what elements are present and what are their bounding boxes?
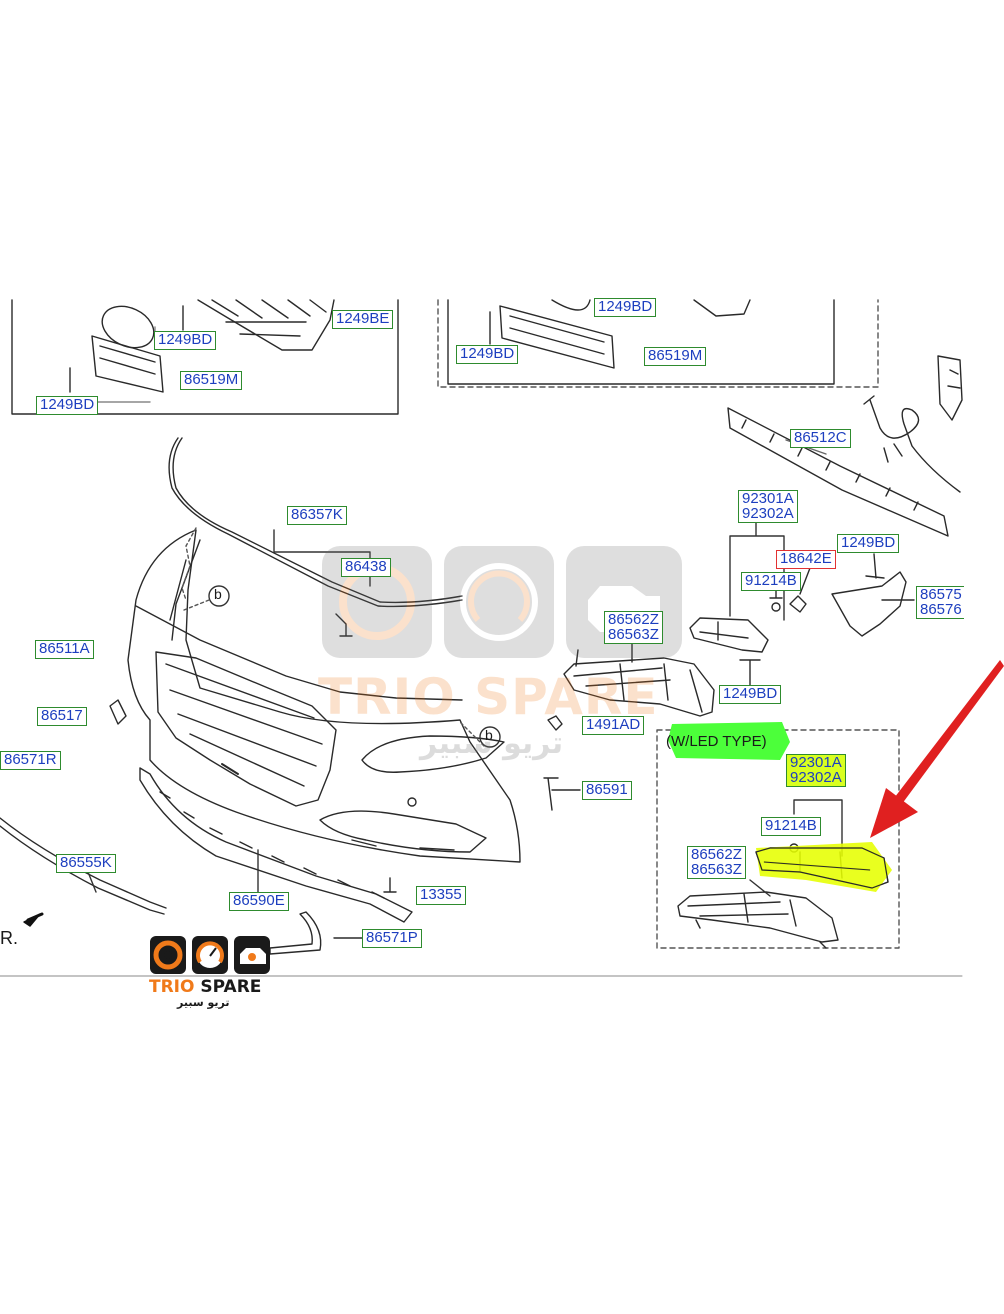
fog-recess-lower — [319, 810, 487, 853]
fog-bracket-right-edge — [937, 355, 963, 421]
part-label-86517: 86517 — [37, 707, 87, 726]
inset-right-dashed — [437, 299, 879, 388]
part-label-86575-86576: 86575 86576 — [916, 586, 964, 619]
part-label-86563Z: 86563Z — [691, 861, 742, 878]
callout-label-b2: b — [485, 727, 493, 743]
plate-bracket-left — [91, 335, 164, 393]
fog-recess-left — [361, 735, 505, 773]
part-label-86511A: 86511A — [35, 640, 94, 659]
green-highlight-led-type — [668, 722, 790, 760]
fog-lamp-housing — [563, 657, 715, 717]
side-trim-86571P — [269, 911, 322, 955]
callout-circle-b2 — [479, 726, 501, 748]
callout-circle-b1 — [208, 585, 230, 607]
part-label-86571R: 86571R — [0, 751, 61, 770]
part-label: 1249BE — [332, 310, 394, 329]
hood-moulding-strip — [168, 437, 463, 608]
red-pointer-arrow — [870, 660, 1004, 838]
part-label-13355: 13355 — [416, 886, 466, 905]
part-label: 86519M — [180, 371, 243, 390]
emblem-oval-right — [551, 299, 591, 311]
clip-18642E — [789, 595, 807, 613]
led-type-title: (W/LED TYPE) — [666, 733, 767, 750]
front-direction-mark: R. — [0, 928, 18, 948]
part-label-86591: 86591 — [582, 781, 632, 800]
front-bumper-cover — [127, 529, 521, 863]
side-clip — [109, 699, 127, 725]
part-label-1249BD: 1249BD — [837, 534, 900, 553]
inset-right-frame — [447, 299, 835, 385]
part-label-86571P: 86571P — [362, 929, 422, 948]
drl-lamp-upper — [689, 617, 769, 653]
wiring-harness — [869, 399, 961, 493]
part-label-86575: 86575 — [920, 586, 962, 603]
trio-spare-logo-icons — [150, 936, 270, 974]
part-label-86563Z: 86563Z — [608, 626, 659, 643]
part-label-86438: 86438 — [341, 558, 391, 577]
part-label-92301A: 92301A — [742, 490, 794, 507]
part-label-92302A: 92302A — [742, 505, 794, 522]
part-label-86576: 86576 — [920, 601, 962, 618]
part-label-86562Z-86563Z: 86562Z 86563Z — [604, 611, 663, 644]
part-label: 86519M — [644, 347, 707, 366]
part-label-1491AD: 1491AD — [582, 716, 645, 735]
part-label-1249BD: 1249BD — [719, 685, 782, 704]
part-label-92302A: 92302A — [790, 769, 842, 786]
part-label-86590E: 86590E — [229, 892, 289, 911]
part-label: 1249BD — [154, 331, 217, 350]
part-label-91214B-led: 91214B — [761, 817, 821, 836]
bumper-grille-opening — [155, 651, 337, 807]
trio-spare-logo-text-arabic: تريو سبير — [177, 996, 230, 1009]
led-option-frame — [656, 729, 900, 949]
trio-spare-logo-text: TRIO SPARE — [149, 977, 262, 997]
bumper-upper-edge — [135, 605, 463, 701]
part-label-86555K: 86555K — [56, 854, 116, 873]
part-label: 1249BD — [456, 345, 519, 364]
part-label-92301A: 92301A — [790, 754, 842, 771]
inset-left-frame — [11, 299, 399, 415]
screw-91214B — [771, 602, 781, 612]
part-label-92301A-92302A-led: 92301A 92302A — [786, 754, 846, 787]
plate-bracket-right — [499, 305, 615, 369]
chrome-trim-strip — [0, 817, 167, 909]
part-label-86357K: 86357K — [287, 506, 347, 525]
watermark-text-arabic: تريو سبير — [420, 726, 564, 761]
part-label-86562Z-86563Z-led: 86562Z 86563Z — [687, 846, 746, 879]
part-label-86562Z: 86562Z — [691, 846, 742, 863]
part-label-86562Z: 86562Z — [608, 611, 659, 628]
grille-right — [693, 299, 751, 317]
grille-left — [197, 299, 335, 351]
lower-grille-strip — [727, 407, 949, 537]
part-label: 1249BD — [36, 396, 99, 415]
lower-lip-spoiler — [139, 767, 413, 923]
callout-label-b1: b — [214, 586, 222, 602]
part-label: 1249BD — [594, 298, 657, 317]
part-label-92301A-92302A: 92301A 92302A — [738, 490, 798, 523]
part-label-18642E: 18642E — [776, 550, 836, 569]
part-label-86512C: 86512C — [790, 429, 851, 448]
part-label-91214B: 91214B — [741, 572, 801, 591]
fog-housing-led — [677, 891, 839, 943]
side-bracket — [831, 571, 907, 637]
